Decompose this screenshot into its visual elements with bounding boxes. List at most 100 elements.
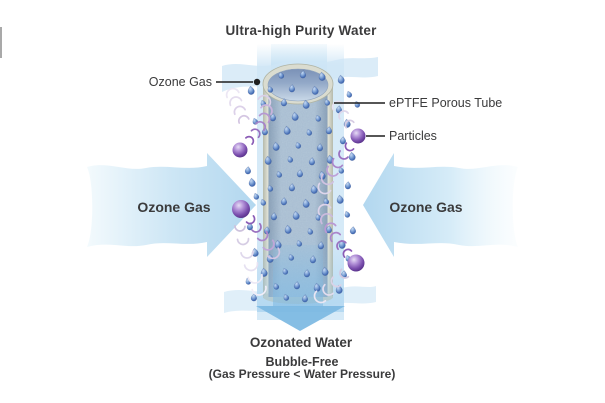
- ripple-arc-icon: [344, 142, 355, 152]
- ripple-arc-icon: [257, 94, 272, 106]
- label-ozonated-water: Ozonated Water: [249, 335, 353, 350]
- water-droplet-icon: [288, 253, 295, 261]
- water-droplet-icon: [337, 74, 345, 84]
- ripple-arc-icon: [240, 250, 254, 259]
- ripple-arc-icon: [342, 248, 353, 258]
- water-droplet-icon: [292, 210, 300, 220]
- left-edge-mark: [0, 27, 2, 58]
- water-droplet-icon: [278, 71, 285, 79]
- ripple-arc-icon: [258, 112, 271, 124]
- water-droplet-icon: [284, 224, 292, 234]
- water-droplet-icon: [250, 293, 258, 302]
- water-droplet-icon: [287, 155, 294, 163]
- ripple-arc-icon: [338, 150, 349, 160]
- water-droplet-icon: [244, 166, 252, 175]
- ripples-layer: [225, 87, 355, 304]
- ripple-arc-icon: [243, 261, 259, 272]
- ripple-arc-icon: [339, 268, 350, 279]
- ripple-arc-icon: [319, 212, 333, 225]
- ripple-arc-icon: [326, 165, 339, 177]
- water-droplet-icon: [338, 239, 346, 249]
- ripple-arc-icon: [336, 240, 347, 251]
- water-droplet-icon: [310, 184, 318, 194]
- water-droplet-icon: [283, 125, 291, 135]
- ripple-arc-icon: [251, 222, 262, 233]
- label-pressure-note: (Gas Pressure < Water Pressure): [208, 367, 396, 381]
- ripple-arc-icon: [255, 121, 267, 132]
- water-droplet-icon: [306, 128, 313, 136]
- water-droplet-icon: [264, 155, 272, 165]
- water-droplet-icon: [299, 70, 307, 79]
- water-droplet-icon: [270, 212, 278, 221]
- ripple-arc-icon: [251, 285, 267, 296]
- water-droplet-icon: [315, 114, 322, 122]
- water-droplet-icon: [261, 127, 269, 136]
- water-droplet-icon: [302, 198, 310, 208]
- water-droplet-icon: [318, 71, 326, 81]
- water-droplet-icon: [308, 157, 316, 166]
- ripple-arc-icon: [267, 247, 281, 260]
- water-droplet-icon: [280, 197, 288, 206]
- water-droplet-icon: [253, 192, 260, 200]
- water-droplet-icon: [288, 84, 296, 93]
- water-droplet-icon: [302, 99, 310, 109]
- water-droplet-icon: [321, 266, 329, 276]
- water-droplet-icon: [295, 141, 302, 149]
- water-droplet-icon: [317, 241, 325, 250]
- water-droplet-icon: [267, 184, 274, 192]
- water-droplet-icon: [336, 194, 344, 204]
- ripple-arc-icon: [237, 114, 250, 124]
- water-droplet-icon: [354, 100, 361, 108]
- callout-lines: [216, 78, 385, 137]
- label-ozone-gas-right: Ozone Gas: [389, 199, 463, 215]
- water-droplet-icon: [338, 166, 345, 174]
- water-droplet-icon: [246, 222, 254, 231]
- water-droplet-icon: [325, 126, 333, 135]
- particle-icon: [232, 200, 250, 218]
- ripple-arc-icon: [250, 128, 261, 139]
- water-droplet-icon: [315, 213, 322, 221]
- water-droplet-icon: [339, 136, 347, 145]
- water-droplet-icon: [313, 282, 321, 292]
- ripple-arc-icon: [229, 96, 243, 107]
- ripple-arc-icon: [313, 290, 327, 304]
- flow-arrow-right-icon: [363, 153, 518, 257]
- label-ozone-gas-left: Ozone Gas: [137, 199, 211, 215]
- water-droplet-icon: [269, 113, 277, 122]
- ripple-arc-icon: [260, 104, 273, 116]
- water-droplet-icon: [335, 105, 343, 114]
- water-droplet-icon: [272, 141, 280, 151]
- water-droplet-icon: [293, 281, 301, 290]
- ripple-arc-icon: [338, 110, 349, 120]
- ripple-arc-icon: [233, 105, 246, 116]
- label-particles: Particles: [389, 129, 437, 143]
- particle-icon: [232, 142, 248, 158]
- water-droplet-icon: [273, 282, 280, 290]
- ripple-arc-icon: [322, 283, 335, 296]
- water-droplet-icon: [248, 177, 256, 187]
- water-droplet-icon: [316, 143, 324, 152]
- water-droplet-icon: [349, 226, 357, 235]
- water-droplet-icon: [346, 90, 353, 98]
- pointer-dot-icon: [253, 78, 261, 86]
- water-droplet-icon: [348, 151, 356, 161]
- water-droplet-icon: [296, 169, 304, 178]
- ripple-arc-icon: [317, 182, 332, 195]
- water-droplet-icon: [324, 98, 331, 106]
- ripple-arc-icon: [324, 222, 337, 234]
- ripple-arc-icon: [256, 230, 269, 242]
- water-droplet-icon: [301, 294, 309, 303]
- water-droplet-icon: [309, 255, 317, 264]
- ripple-arc-icon: [245, 215, 256, 225]
- water-droplet-icon: [267, 85, 274, 93]
- ripple-arc-icon: [317, 203, 332, 216]
- water-droplet-icon: [247, 85, 255, 95]
- ripple-arc-icon: [320, 173, 335, 186]
- page-title: Ultra-high Purity Water: [225, 23, 377, 38]
- water-droplet-icon: [344, 210, 351, 218]
- ripple-arc-icon: [330, 276, 342, 288]
- label-ozone-gas-pointer: Ozone Gas: [148, 75, 212, 89]
- water-droplet-icon: [291, 111, 299, 121]
